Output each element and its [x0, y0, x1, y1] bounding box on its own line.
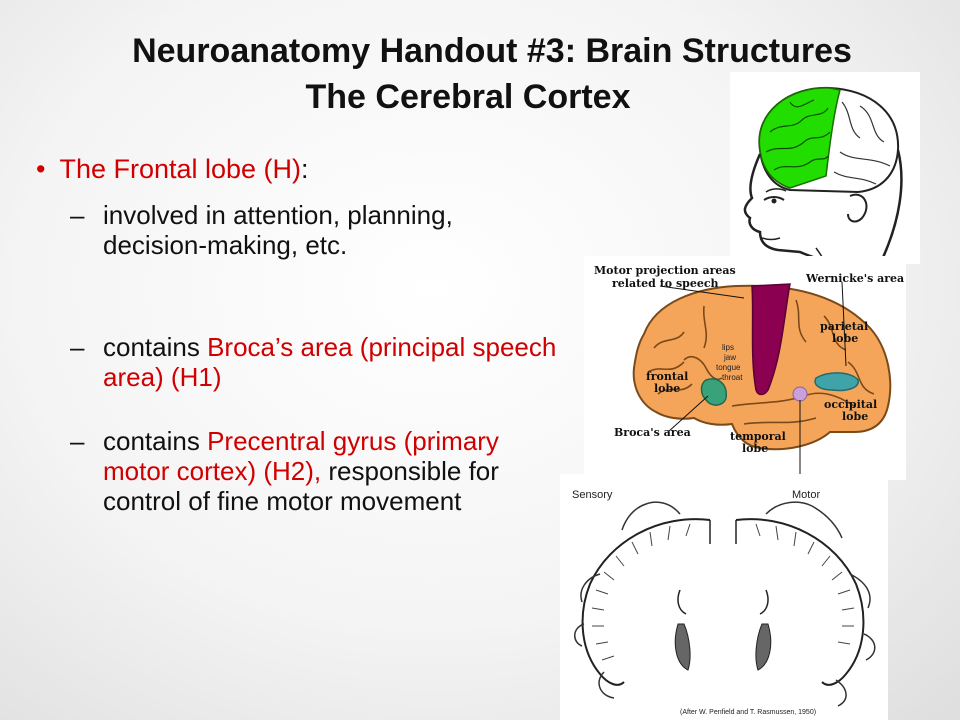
bullet-colon: : [301, 154, 309, 184]
homunculus-credit: (After W. Penfield and T. Rasmussen, 195… [680, 709, 816, 716]
label-motor: Motor [792, 489, 820, 501]
auditory-area-region [792, 386, 808, 402]
frontal-gyri [765, 99, 831, 171]
frontal-lobe-highlight [758, 87, 841, 189]
label-lips: lips [722, 343, 734, 352]
ear [847, 193, 868, 223]
eye [763, 196, 785, 201]
homunculus-diagram: Sensory Motor (After W. Penfie [560, 474, 888, 720]
label-wernicke: Wernicke's area [805, 272, 904, 285]
sub-dash: – [70, 200, 85, 230]
sensory-ticks [591, 523, 691, 661]
label-jaw: jaw [723, 353, 736, 362]
label-parietal-lobe: lobe [832, 332, 858, 345]
leader-lines [659, 281, 847, 480]
motor-body-parts [765, 501, 876, 707]
label-temporal: temporal [730, 430, 786, 443]
label-sensory: Sensory [572, 489, 613, 501]
motor-strip [751, 283, 791, 396]
ventricle-lines [677, 589, 769, 615]
sub-dash: – [70, 332, 85, 362]
label-related-speech: related to speech [612, 277, 719, 290]
head-back-outline [878, 149, 903, 264]
mouth [761, 237, 781, 241]
eye-pupil [771, 198, 777, 204]
sub-point-3: – contains Precentral gyrus (primary mot… [70, 426, 570, 516]
wernickes-area-region [814, 372, 859, 392]
label-parietal: parietal [820, 320, 868, 333]
title-line-1: Neuroanatomy Handout #3: Brain Structure… [132, 32, 852, 70]
right-ventricle [755, 623, 772, 671]
motor-ticks [755, 523, 855, 645]
face-profile [743, 153, 841, 264]
label-occipital-lobe: lobe [842, 410, 868, 423]
lateral-brain-diagram: Motor projection areas related to speech… [584, 256, 906, 480]
frontal-lobe-label: The Frontal lobe (H) [59, 154, 302, 184]
frontal-lobe-bullet: • The Frontal lobe (H): [36, 152, 309, 186]
title-line-2: The Cerebral Cortex [305, 78, 631, 116]
sub-point-1: – involved in attention, planning, decis… [70, 200, 560, 260]
sub-point-text: involved in attention, planning, decisio… [103, 200, 453, 260]
sub-point-suffix: responsible for control of fine motor mo… [103, 456, 499, 516]
label-tongue: tongue [716, 363, 741, 372]
label-frontal-lobe: lobe [654, 382, 680, 395]
brocas-area-region [700, 378, 727, 406]
label-occipital: occipital [824, 398, 877, 411]
sub-point-prefix: contains [103, 426, 208, 456]
posterior-gyri [833, 101, 891, 185]
left-ventricle [674, 623, 691, 671]
head-brain-figure [730, 72, 920, 264]
sensory-body-parts [574, 501, 681, 699]
precentral-gyrus-text: Precentral gyrus (primary motor cortex) … [103, 426, 499, 486]
brain-sulci [647, 299, 875, 425]
motor-hemisphere-outline [735, 518, 865, 686]
sub-point-2: – contains Broca’s area (principal speec… [70, 332, 570, 392]
sub-dash: – [70, 426, 85, 456]
label-throat: throat [722, 373, 743, 382]
bullet-dot-icon: • [36, 154, 46, 184]
eyebrow [765, 188, 787, 193]
brocas-area-text: Broca’s area (principal speech area) (H1… [103, 332, 557, 392]
label-motor-projection: Motor projection areas [594, 264, 736, 277]
slide-title: Neuroanatomy Handout #3: Brain Structure… [0, 30, 960, 116]
sub-point-prefix: contains [103, 332, 208, 362]
label-frontal: frontal [646, 370, 688, 383]
sensory-hemisphere-outline [581, 518, 711, 686]
label-broca: Broca's area [614, 426, 691, 439]
label-temporal-lobe: lobe [742, 442, 768, 455]
